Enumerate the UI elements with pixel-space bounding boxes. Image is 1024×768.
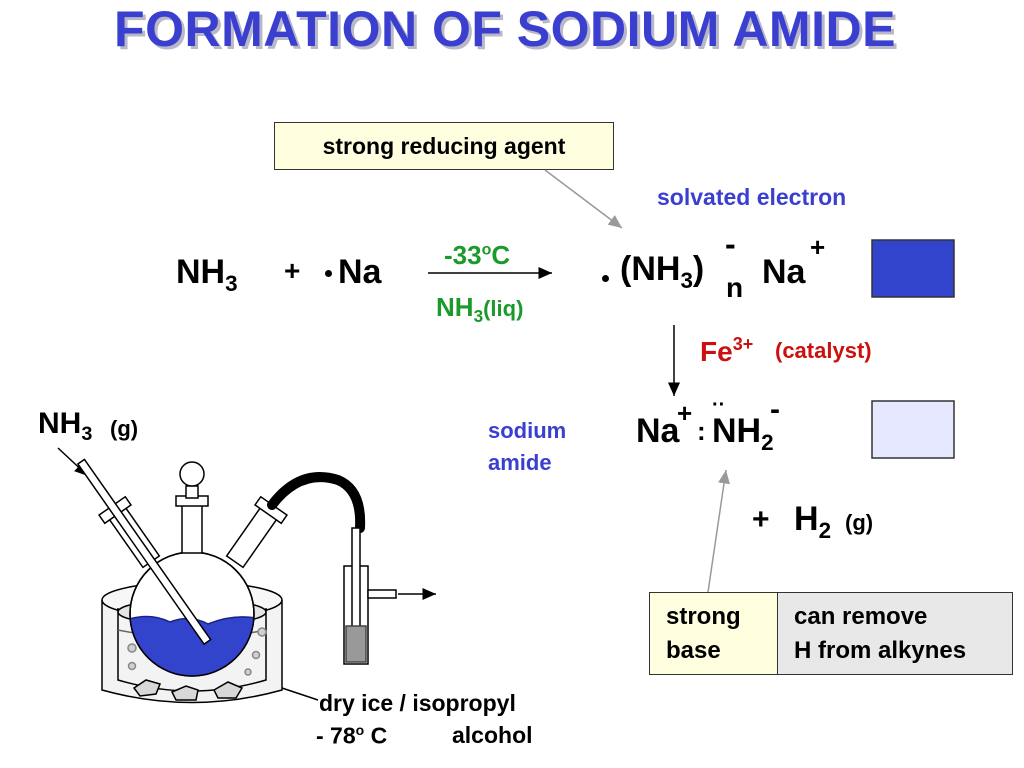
product-sodium: Na — [762, 253, 806, 291]
amide-sodium-charge: + — [677, 398, 693, 428]
reactant-ammonia: NH3 — [176, 253, 238, 297]
h2-plus: + — [752, 503, 770, 536]
hydrogen-gas: H2 — [794, 500, 831, 544]
product-open: (NH — [620, 250, 681, 288]
reactant-sodium: Na — [338, 253, 382, 291]
amide-anion: NH2 — [712, 412, 774, 456]
gas-inlet-label: NH3 — [38, 407, 92, 446]
amide-sodium: Na — [636, 412, 680, 450]
bath-temperature-unit: C — [364, 722, 388, 749]
bath-temperature-value: - 78 — [316, 722, 356, 749]
reaction-temperature: -33oC — [444, 240, 510, 271]
catalyst-label: (catalyst) — [775, 338, 872, 363]
amide-minus: - — [770, 393, 780, 426]
electron-dot — [602, 275, 609, 282]
strong-base-box: strong base — [649, 592, 778, 675]
solvent-phase: (liq) — [483, 296, 524, 321]
solvated-electron-swatch — [871, 239, 955, 298]
hydrogen-phase: (g) — [845, 510, 874, 535]
bath-temperature-degree: o — [355, 722, 365, 738]
reactant-ammonia-subscript: 3 — [225, 270, 238, 296]
gas-inlet-symbol: NH — [38, 407, 82, 440]
reducing-agent-label: strong reducing agent — [322, 133, 566, 159]
temperature-degree: o — [481, 241, 492, 259]
solvent-subscript: 3 — [473, 306, 484, 326]
reaction-solvent: NH3(liq) — [436, 292, 523, 327]
reaction-plus: + — [284, 255, 301, 286]
catalyst-iron: Fe3+ — [700, 334, 753, 368]
can-remove-line2: H from alkynes — [794, 637, 967, 664]
can-remove-line1: can remove — [794, 603, 928, 630]
page-title: FORMATION OF SODIUM AMIDE — [114, 1, 896, 57]
strong-base-line2: base — [666, 637, 721, 664]
catalyst-charge: 3+ — [732, 334, 754, 354]
strong-base-pointer — [707, 469, 730, 593]
amide-lone-pair-left: : — [697, 416, 706, 446]
solvated-electron-label: solvated electron — [657, 184, 847, 210]
temperature-unit: C — [491, 240, 511, 270]
product-minus: - — [725, 226, 736, 262]
amide-lone-pair-top: ·· — [712, 394, 726, 416]
hydrogen-subscript: 2 — [818, 517, 832, 543]
reactant-ammonia-symbol: NH — [176, 253, 226, 291]
product-subscript: 3 — [680, 267, 693, 293]
reducing-agent-pointer — [544, 169, 623, 229]
sodium-amide-label-line2: amide — [488, 450, 552, 475]
product-n: n — [726, 272, 744, 303]
bath-temperature: - 78o C — [316, 722, 387, 749]
apparatus-drawing — [76, 458, 397, 704]
strong-base-line1: strong — [666, 603, 741, 630]
gas-inlet-subscript: 3 — [81, 422, 93, 445]
reducing-agent-box: strong reducing agent — [274, 122, 614, 170]
sodium-radical-dot — [325, 270, 332, 277]
solvated-product: (NH3) — [620, 250, 704, 294]
bath-label-line2: alcohol — [452, 722, 533, 748]
hydrogen-symbol: H — [794, 500, 819, 538]
can-remove-box: can remove H from alkynes — [777, 592, 1013, 675]
sodium-amide-swatch — [871, 400, 955, 459]
sodium-amide-label-line1: sodium — [488, 418, 567, 443]
amide-subscript: 2 — [761, 429, 774, 455]
gas-inlet-phase: (g) — [110, 416, 139, 441]
catalyst-symbol: Fe — [700, 335, 733, 367]
bath-label-line1: dry ice / isopropyl — [319, 690, 516, 716]
product-sodium-charge: + — [810, 232, 826, 262]
amide-symbol: NH — [712, 412, 762, 450]
product-close: ) — [692, 250, 705, 288]
temperature-value: -33 — [444, 240, 482, 270]
solvent-symbol: NH — [436, 292, 474, 322]
